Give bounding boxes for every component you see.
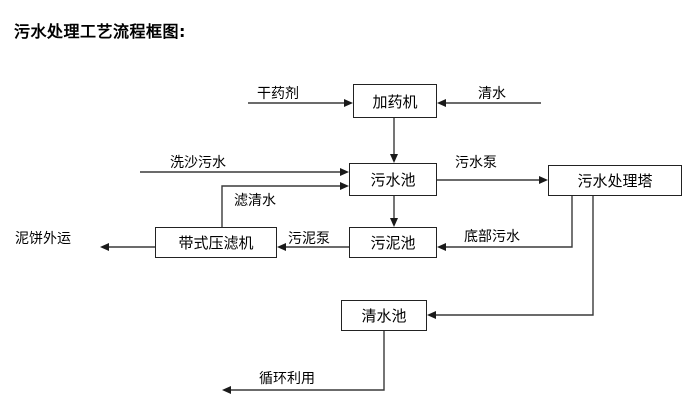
- edge-sand-wash-arrowhead: [340, 168, 349, 176]
- node-sewage-pool-label: 污水池: [370, 171, 416, 189]
- edge-label-mud-cake-out: 泥饼外运: [15, 231, 71, 247]
- edge-label-sludge-pump: 污泥泵: [288, 231, 330, 247]
- node-sludge-pool-label: 污泥池: [370, 234, 416, 252]
- edge-bottom-sewage-path: [443, 196, 573, 248]
- edge-tower-to-clean-water-arrowhead: [427, 311, 436, 319]
- edge-label-dry-reagent: 干药剂: [257, 86, 299, 102]
- node-treatment-tower-label: 污水处理塔: [577, 172, 653, 190]
- edge-dosing-to-sewage-arrowhead: [390, 154, 398, 163]
- edge-filtered-water-path: [221, 185, 343, 227]
- node-dosing-machine-label: 加药机: [372, 92, 418, 111]
- node-belt-filter-press-label: 带式压滤机: [178, 234, 254, 252]
- edge-label-sand-wash-sewage: 洗沙污水: [170, 155, 226, 171]
- edge-recycle-path: [228, 331, 385, 391]
- node-sludge-pool[interactable]: 污泥池: [349, 227, 437, 258]
- node-clean-water-pool-label: 清水池: [361, 307, 407, 325]
- edge-tower-to-clean-water-path: [433, 196, 594, 316]
- edge-label-filtered-water: 滤清水: [234, 193, 276, 209]
- edge-sewage-to-sludge-arrowhead: [390, 218, 398, 227]
- edge-mud-cake-arrowhead: [100, 243, 109, 251]
- edge-label-recycle-use: 循环利用: [259, 371, 315, 387]
- node-clean-water-pool[interactable]: 清水池: [341, 300, 427, 331]
- edge-bottom-sewage-arrowhead: [437, 243, 446, 251]
- edge-sludge-pump-arrowhead: [277, 243, 286, 251]
- edge-clean-water-arrowhead: [437, 99, 446, 107]
- page-title: 污水处理工艺流程框图:: [14, 22, 186, 41]
- edge-label-clean-water-in: 清水: [478, 86, 506, 102]
- edge-recycle-arrowhead: [222, 386, 231, 394]
- edge-sewage-pump-arrowhead: [539, 176, 548, 184]
- edge-dry-reagent-arrowhead: [344, 99, 353, 107]
- edge-label-sewage-pump: 污水泵: [455, 155, 497, 171]
- node-belt-filter-press[interactable]: 带式压滤机: [155, 227, 277, 258]
- node-dosing-machine[interactable]: 加药机: [353, 84, 437, 118]
- edge-filtered-water-arrowhead: [340, 182, 349, 190]
- node-sewage-pool[interactable]: 污水池: [349, 163, 437, 196]
- node-treatment-tower[interactable]: 污水处理塔: [548, 165, 682, 196]
- edge-label-bottom-sewage: 底部污水: [464, 229, 520, 245]
